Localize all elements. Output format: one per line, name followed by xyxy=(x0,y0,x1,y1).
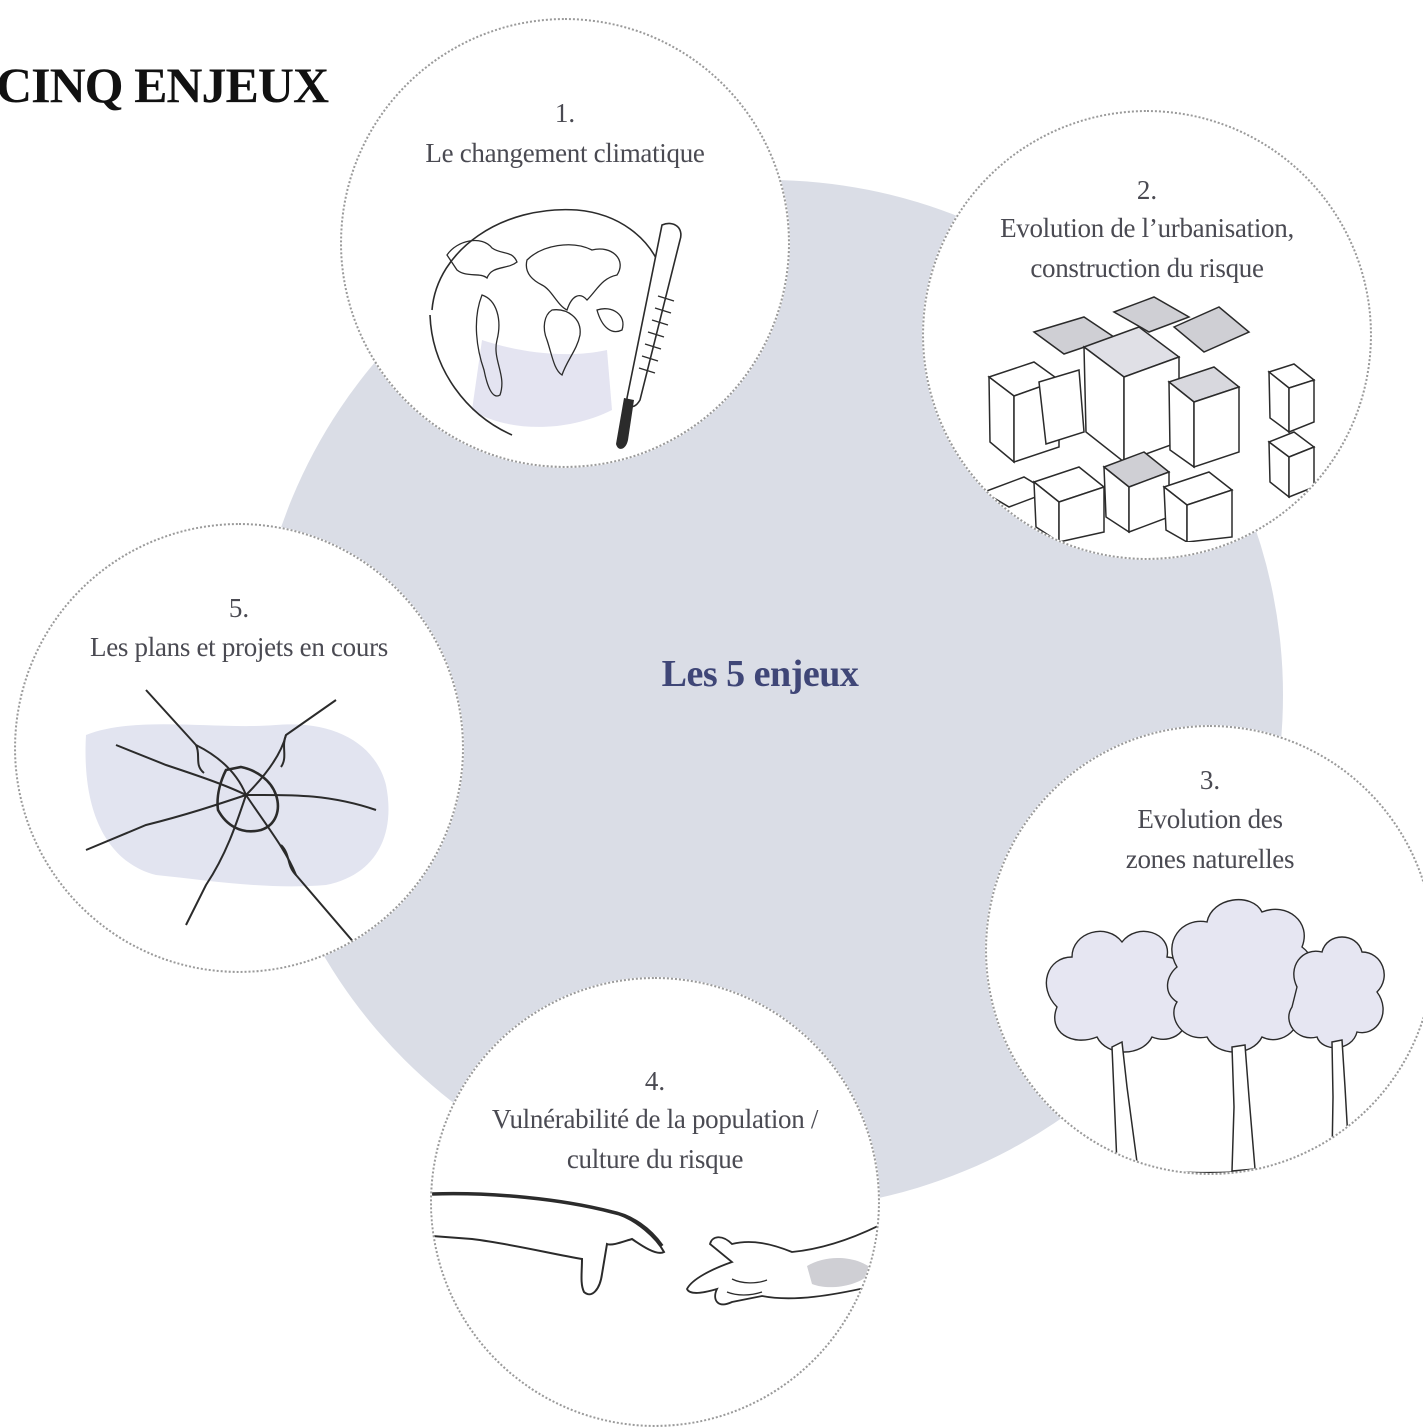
enjeu-number: 3. xyxy=(1199,765,1221,795)
enjeu-label-line: construction du risque xyxy=(1030,253,1264,283)
enjeu-number: 4. xyxy=(644,1066,666,1096)
enjeu-label-line: Les plans et projets en cours xyxy=(90,632,388,662)
enjeu-label-line: Le changement climatique xyxy=(425,138,705,168)
cracked-glass-icon xyxy=(85,689,389,946)
enjeu-label-line: zones naturelles xyxy=(1125,844,1295,874)
trees-icon xyxy=(1045,898,1388,1173)
enjeu-label-line: Vulnérabilité de la population / xyxy=(491,1104,819,1134)
enjeu-label-line: culture du risque xyxy=(566,1144,744,1174)
enjeu-number: 1. xyxy=(554,98,576,128)
enjeu-4-bubble: 4. Vulnérabilité de la population / cult… xyxy=(430,977,880,1427)
enjeu-2-bubble: 2. Evolution de l’urbanisation, construc… xyxy=(922,110,1372,560)
enjeu-3-bubble: 3. Evolution des zones naturelles xyxy=(985,725,1423,1175)
hands-icon xyxy=(432,1191,878,1306)
central-label: Les 5 enjeux xyxy=(661,653,859,695)
page-title: CINQ ENJEUX xyxy=(0,57,329,113)
globe-thermometer-icon xyxy=(429,208,682,449)
buildings-icon xyxy=(982,296,1316,542)
enjeu-number: 2. xyxy=(1136,175,1158,205)
enjeu-label-line: Evolution des xyxy=(1137,804,1283,834)
enjeu-number: 5. xyxy=(228,593,250,623)
enjeu-label-line: Evolution de l’urbanisation, xyxy=(1000,213,1294,243)
enjeu-5-bubble: 5. Les plans et projets en cours xyxy=(14,523,464,973)
enjeu-1-bubble: 1. Le changement climatique xyxy=(340,18,790,468)
